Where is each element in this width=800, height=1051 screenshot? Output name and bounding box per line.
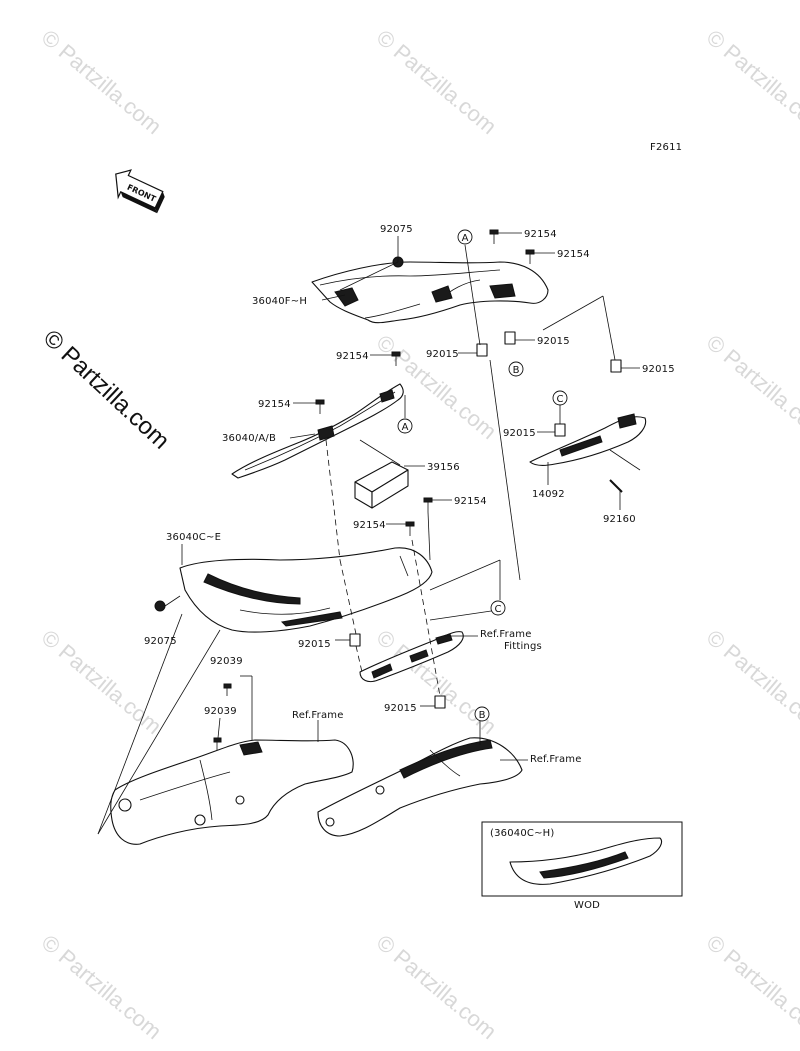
bolt-92154-e [423, 497, 433, 512]
label-92039-b: 92039 [204, 706, 237, 717]
diagram-code: F2611 [650, 142, 682, 153]
svg-text:B: B [513, 365, 520, 376]
collar-92015-f [434, 695, 446, 709]
svg-text:A: A [462, 233, 469, 244]
label-92015-c: 92015 [642, 364, 675, 375]
inset-caption: WOD [574, 900, 600, 911]
watermark-2: © Partzilla.com [372, 25, 502, 139]
label-36040-A-B: 36040/A/B [222, 433, 276, 444]
collar-92015-b [504, 331, 516, 345]
marker-b-top: B [508, 361, 524, 377]
label-39156: 39156 [427, 462, 460, 473]
svg-text:C: C [495, 604, 502, 615]
label-92154-c: 92154 [336, 351, 369, 362]
label-92160: 92160 [603, 514, 636, 525]
bolt-92039-a [223, 683, 232, 696]
bolt-92154-a [489, 229, 499, 244]
left-frame-part [110, 739, 354, 845]
marker-a-mid: A [397, 418, 413, 434]
label-92039-a: 92039 [210, 656, 243, 667]
label-ref-frame-fittings-2: Fittings [504, 641, 542, 652]
label-ref-frame-left: Ref.Frame [292, 710, 344, 721]
watermark-10: © Partzilla.com [372, 930, 502, 1044]
svg-text:A: A [402, 422, 409, 433]
label-36040C-E: 36040C~E [166, 532, 221, 543]
label-36040F-H: 36040F~H [252, 296, 307, 307]
label-92015-a: 92015 [426, 349, 459, 360]
label-92075-top: 92075 [380, 224, 413, 235]
collar-92015-e [349, 633, 361, 647]
label-92154-f: 92154 [353, 520, 386, 531]
label-92015-b: 92015 [537, 336, 570, 347]
inset-box: (36040C~H) WOD [481, 821, 683, 911]
bolt-92154-d [315, 399, 325, 414]
watermark-8: © Partzilla.com [702, 625, 800, 739]
label-92154-d: 92154 [258, 399, 291, 410]
right-frame-part [317, 737, 523, 837]
label-92154-a: 92154 [524, 229, 557, 240]
collar-92015-c [610, 359, 622, 373]
watermark-group: © Partzilla.com © Partzilla.com © Partzi… [37, 25, 800, 1044]
bolt-92039-b [213, 737, 222, 750]
bracket-14092-part [529, 413, 647, 466]
marker-a-top: A [457, 229, 473, 245]
inset-title: (36040C~H) [490, 828, 555, 839]
watermark-9: © Partzilla.com [37, 930, 167, 1044]
watermark-11: © Partzilla.com [702, 930, 800, 1044]
inner-cover-strip-part [231, 383, 404, 479]
grommet-92075-bottom [154, 600, 166, 612]
bolt-92154-c [391, 351, 401, 366]
label-ref-frame-fittings-1: Ref.Frame [480, 629, 532, 640]
bolt-92154-b [525, 249, 535, 264]
label-92015-d: 92015 [503, 428, 536, 439]
label-92154-b: 92154 [557, 249, 590, 260]
watermark-1: © Partzilla.com [37, 25, 167, 139]
label-ref-frame-right: Ref.Frame [530, 754, 582, 765]
front-arrow-icon: FRONT [115, 169, 165, 214]
collar-92015-a [476, 343, 488, 357]
marker-c-bottom: C [490, 600, 506, 616]
marker-c-top: C [552, 390, 568, 406]
marker-b-bottom: B [474, 706, 490, 722]
upper-side-cover-part [311, 261, 549, 324]
frame-fittings-bracket-part [359, 631, 464, 683]
watermark-3: © Partzilla.com [702, 25, 800, 139]
leader-lines [97, 232, 641, 835]
svg-text:C: C [557, 394, 564, 405]
hardware-group [154, 229, 623, 750]
bolt-92154-f [405, 521, 415, 536]
label-92015-e: 92015 [298, 639, 331, 650]
label-92015-f: 92015 [384, 703, 417, 714]
watermark-main: © Partzilla.com [38, 325, 175, 455]
label-92075-bottom: 92075 [144, 636, 177, 647]
label-92154-e: 92154 [454, 496, 487, 507]
label-14092: 14092 [532, 489, 565, 500]
svg-text:B: B [479, 710, 486, 721]
lower-side-cover-part [179, 547, 433, 633]
part-labels: 92075 36040F~H 92154 92154 92015 92015 9… [144, 224, 675, 765]
foam-pad-part [354, 461, 409, 509]
watermark-5: © Partzilla.com [702, 330, 800, 444]
collar-92015-d [554, 423, 566, 437]
